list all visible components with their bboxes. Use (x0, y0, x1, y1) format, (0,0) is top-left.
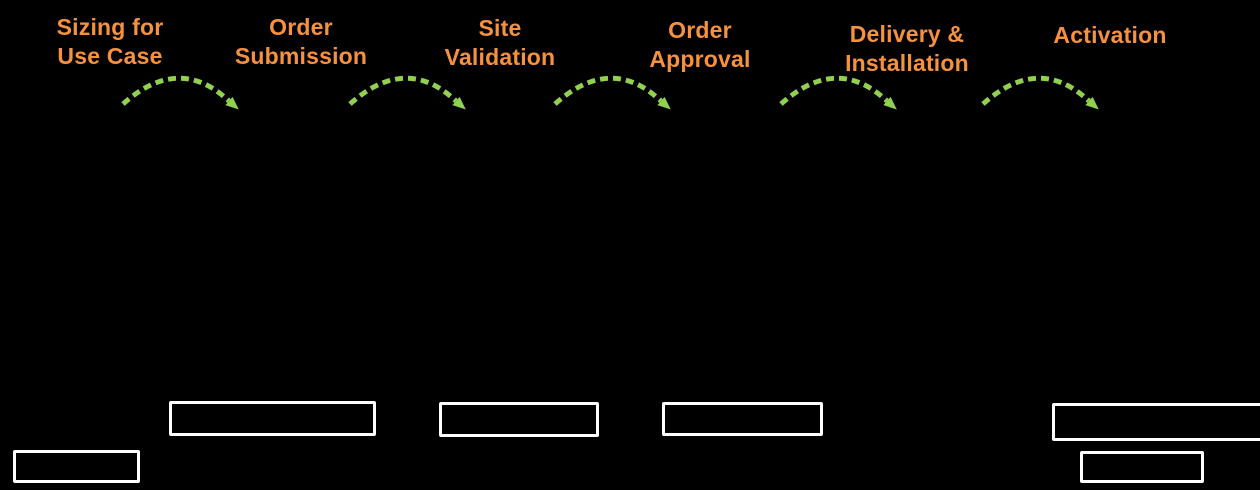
curved-arrow-icon-1 (121, 75, 239, 110)
curved-arrow-icon-5 (981, 75, 1099, 110)
curved-arrow-icon-2 (348, 75, 466, 110)
curved-arrow-icon-4 (779, 75, 897, 110)
callout-box-1 (13, 450, 140, 483)
stage-label-activation: Activation (1053, 22, 1167, 48)
callout-box-2 (169, 401, 376, 436)
stage-label-delivery-installation: Delivery & Installation (845, 21, 969, 76)
callout-box-6 (1080, 451, 1204, 483)
curved-arrow-icon-3 (553, 75, 671, 110)
callout-box-5-clipped (1052, 403, 1260, 441)
stage-label-order-submission: Order Submission (234, 14, 368, 69)
callout-box-3 (439, 402, 599, 437)
stage-label-order-approval: Order Approval (649, 17, 751, 72)
callout-box-4 (662, 402, 823, 436)
stage-label-sizing-for-use-case: Sizing for Use Case (56, 14, 164, 69)
stage-label-site-validation: Site Validation (444, 15, 556, 70)
